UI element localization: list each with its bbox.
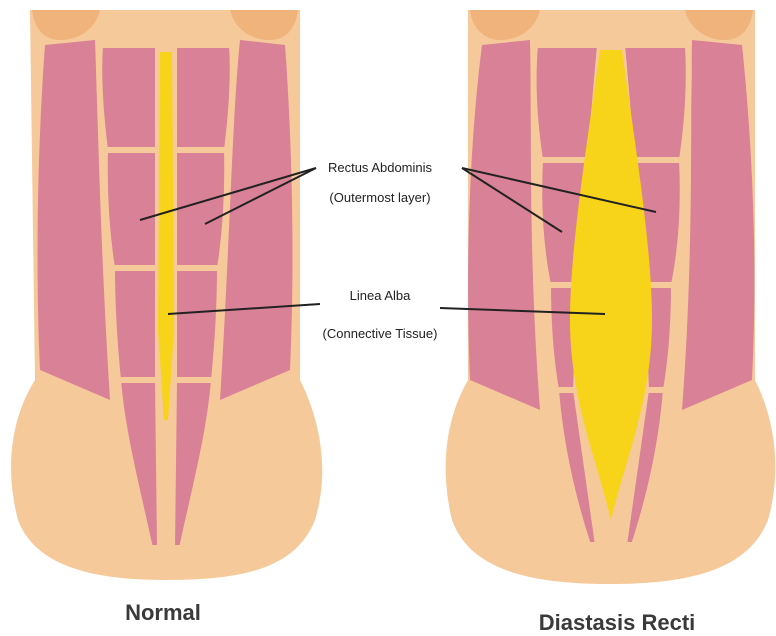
diastasis-oblique-left xyxy=(468,40,540,410)
rectus-abdominis-sublabel: (Outermost layer) xyxy=(329,190,430,205)
diastasis-torso xyxy=(446,10,776,584)
rectus-abdominis-label: Rectus Abdominis xyxy=(328,160,433,175)
diastasis-oblique-right xyxy=(682,40,754,410)
linea-alba-label: Linea Alba xyxy=(350,288,411,303)
diastasis-recti-caption: Diastasis Recti xyxy=(539,610,696,635)
normal-rectus-left-3 xyxy=(112,268,158,380)
linea-alba-sublabel: (Connective Tissue) xyxy=(323,326,438,341)
normal-linea-alba xyxy=(158,52,174,420)
normal-caption: Normal xyxy=(125,600,201,625)
normal-rectus-right-1 xyxy=(174,45,233,150)
normal-rectus-left-1 xyxy=(99,45,158,150)
normal-rectus-right-3 xyxy=(174,268,220,380)
normal-rectus-right-2 xyxy=(174,150,227,268)
normal-rectus-left-2 xyxy=(105,150,158,268)
normal-torso xyxy=(11,10,322,580)
